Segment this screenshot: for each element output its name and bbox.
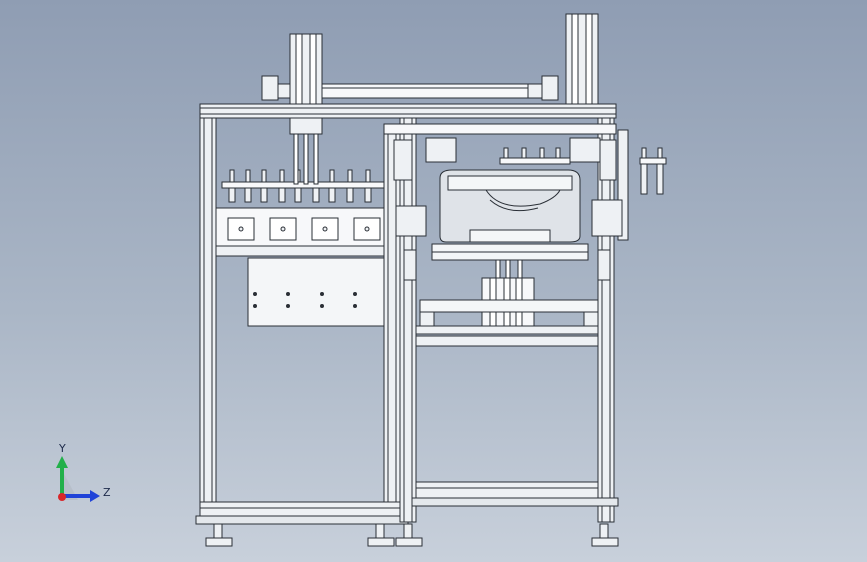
lift-cylinder — [395, 199, 623, 335]
right-nozzle-row — [393, 129, 667, 241]
product-housing — [431, 169, 589, 261]
left-fixture-plate — [215, 207, 385, 327]
left-nozzle-row — [221, 117, 385, 203]
leveling-feet — [205, 523, 619, 547]
y-axis-label: Y — [59, 442, 66, 455]
coordinate-triad-icon — [56, 456, 100, 502]
top-gantry — [261, 13, 599, 105]
z-axis-label: Z — [103, 486, 111, 499]
left-frame — [195, 117, 409, 525]
top-beam — [199, 103, 617, 119]
